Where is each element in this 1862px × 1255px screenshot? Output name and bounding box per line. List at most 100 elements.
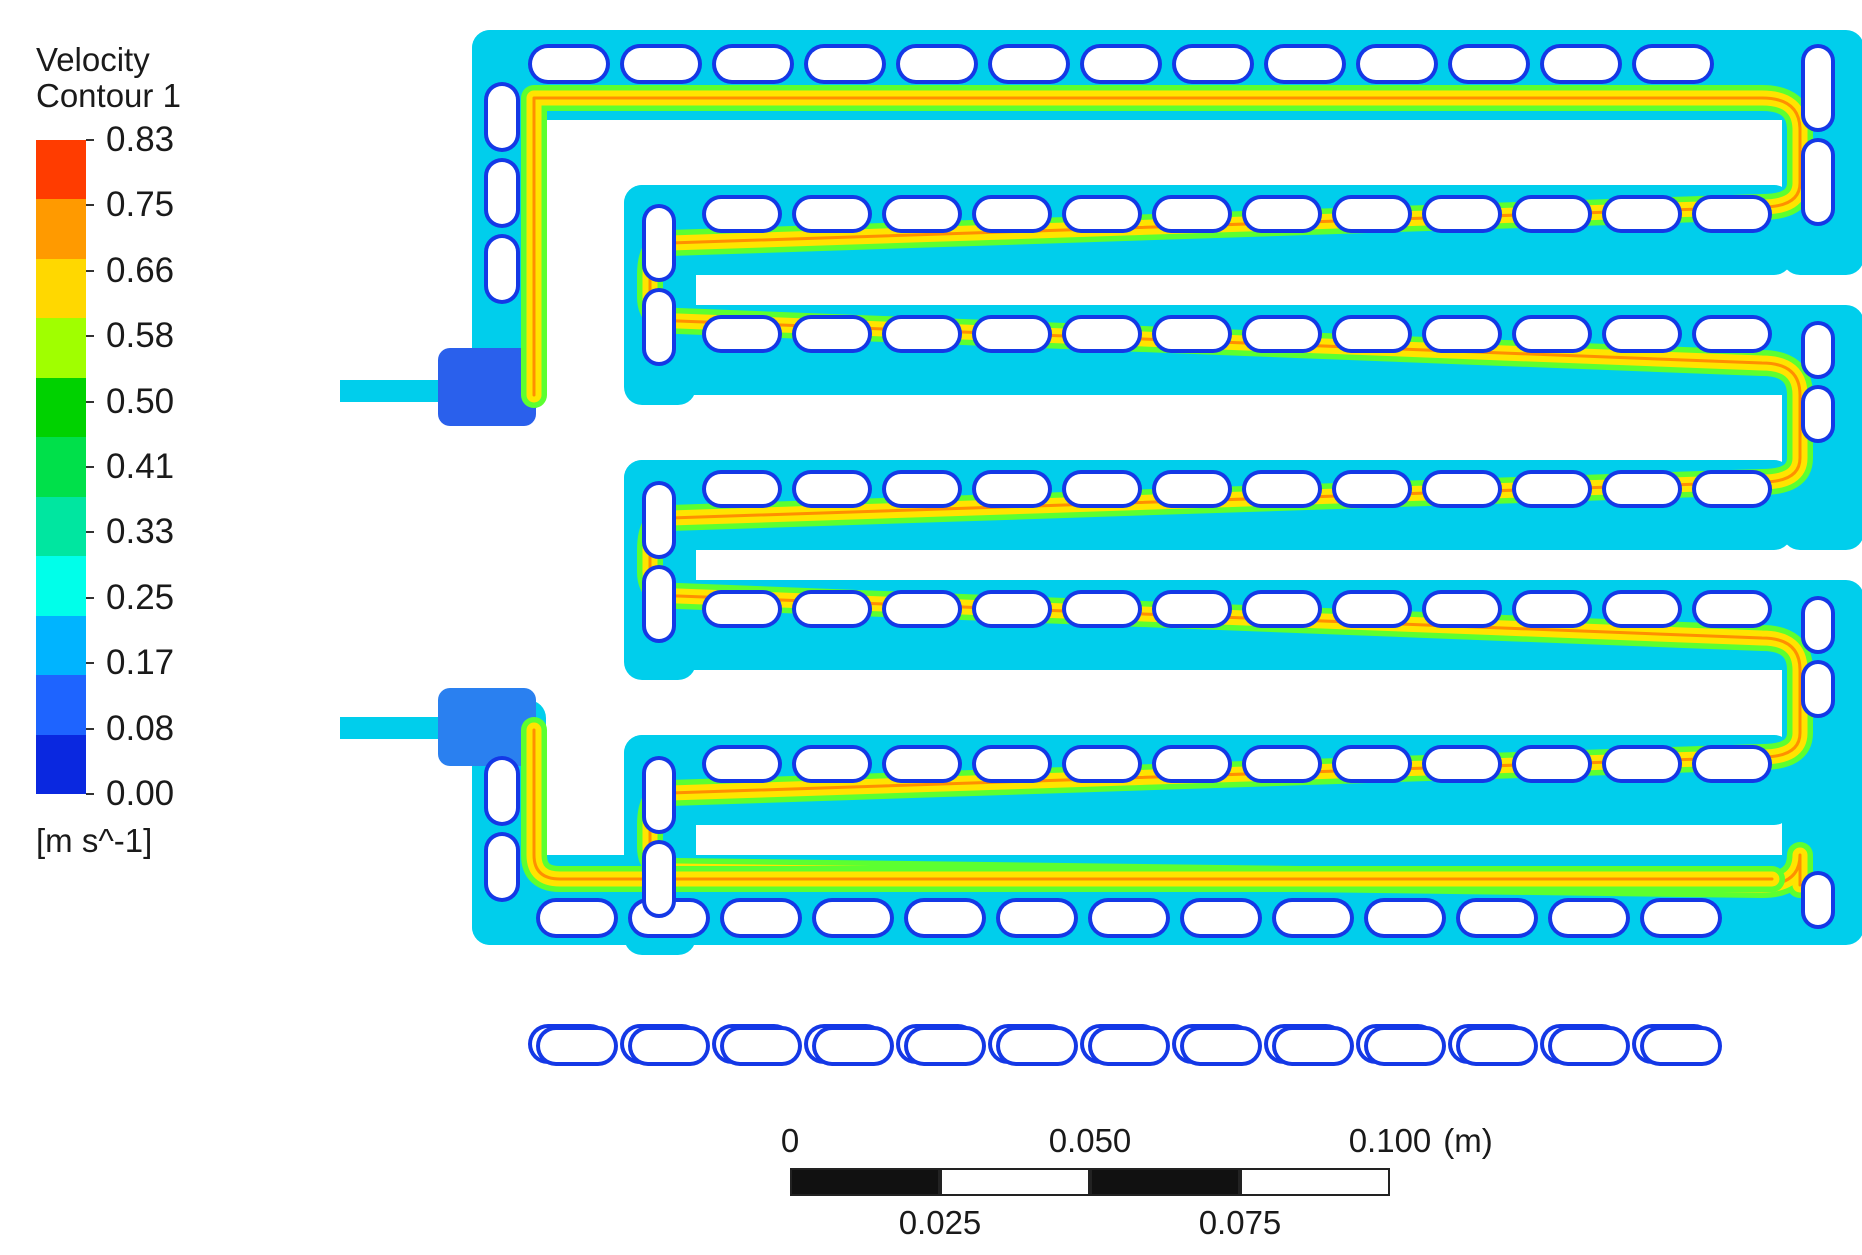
obstacle-slot bbox=[1084, 48, 1158, 80]
obstacle-slot bbox=[646, 292, 672, 362]
legend-level-label: 0.41 bbox=[106, 447, 175, 486]
obstacle-slot bbox=[1544, 48, 1618, 80]
obstacle-slot bbox=[1805, 48, 1831, 128]
legend-title-line2: Contour 1 bbox=[36, 77, 181, 114]
obstacle-slot bbox=[706, 749, 778, 779]
obstacle-slot bbox=[1268, 48, 1342, 80]
legend-level-label: 0.58 bbox=[106, 316, 175, 356]
obstacle-slot bbox=[1606, 199, 1678, 229]
legend-tick bbox=[86, 662, 94, 665]
obstacle-slot bbox=[1336, 749, 1408, 779]
scale-segment bbox=[1090, 1168, 1240, 1196]
obstacle-slot bbox=[706, 474, 778, 504]
legend-band bbox=[36, 675, 86, 736]
obstacle-slot bbox=[1368, 902, 1442, 934]
legend-band bbox=[36, 318, 86, 379]
obstacle-slot bbox=[1805, 325, 1831, 375]
obstacle-slot bbox=[1606, 749, 1678, 779]
obstacle-slot bbox=[1000, 1030, 1074, 1062]
obstacle-slot bbox=[908, 902, 982, 934]
legend-tick bbox=[86, 400, 94, 403]
obstacle-slot bbox=[1066, 319, 1138, 349]
obstacle-slot bbox=[1644, 902, 1718, 934]
legend-band bbox=[36, 734, 86, 795]
obstacle-slot bbox=[1176, 48, 1250, 80]
obstacle-slot bbox=[1246, 474, 1318, 504]
obstacle-slot bbox=[624, 48, 698, 80]
obstacle-slot bbox=[540, 902, 614, 934]
legend-unit: [m s^-1] bbox=[36, 822, 153, 859]
obstacle-slot bbox=[1805, 142, 1831, 222]
scale-segment bbox=[940, 1168, 1090, 1196]
legend-level-label: 0.25 bbox=[106, 577, 175, 617]
obstacle-slot bbox=[1426, 749, 1498, 779]
legend-level-label: 0.83 bbox=[106, 120, 175, 159]
legend-level-label: 0.08 bbox=[106, 708, 175, 748]
legend-level-label: 0.17 bbox=[106, 643, 175, 683]
obstacle-slot bbox=[724, 902, 798, 934]
obstacle-slot bbox=[1066, 594, 1138, 624]
legend-title-line1: Velocity bbox=[36, 41, 150, 78]
obstacle-slot bbox=[1606, 594, 1678, 624]
obstacle-slot bbox=[1156, 199, 1228, 229]
obstacle-slot bbox=[1636, 48, 1710, 80]
obstacle-slot bbox=[646, 569, 672, 639]
legend-level-label: 0.33 bbox=[106, 512, 175, 552]
obstacle-slot bbox=[1246, 319, 1318, 349]
scale-top-label: 0.050 bbox=[1048, 1122, 1132, 1159]
obstacle-slot bbox=[724, 1030, 798, 1062]
legend-band bbox=[36, 140, 86, 200]
obstacle-slot bbox=[1066, 749, 1138, 779]
obstacle-slot bbox=[886, 319, 958, 349]
legend-band bbox=[36, 258, 86, 319]
obstacle-slot bbox=[1426, 319, 1498, 349]
legend-band bbox=[36, 199, 86, 260]
scale-top-label: 0 bbox=[780, 1122, 800, 1159]
obstacle-slot bbox=[796, 199, 868, 229]
obstacle-slot bbox=[816, 1030, 890, 1062]
upper-inlet-chamber bbox=[438, 348, 536, 426]
legend-band bbox=[36, 615, 86, 676]
obstacle-slot bbox=[1336, 319, 1408, 349]
scale-top-label: 0.100 bbox=[1348, 1122, 1432, 1159]
obstacle-slot bbox=[908, 1030, 982, 1062]
legend-band bbox=[36, 437, 86, 498]
obstacle-slot bbox=[796, 749, 868, 779]
obstacle-slot bbox=[1246, 199, 1318, 229]
scale-unit: (m) bbox=[1443, 1122, 1493, 1159]
scale-bottom-label: 0.025 bbox=[898, 1204, 982, 1241]
legend-tick bbox=[86, 269, 94, 272]
obstacle-slot bbox=[992, 48, 1066, 80]
obstacle-slot bbox=[1552, 902, 1626, 934]
obstacle-slot bbox=[1156, 749, 1228, 779]
legend-tick bbox=[86, 139, 94, 141]
legend-tick bbox=[86, 204, 94, 207]
obstacle-slot bbox=[1066, 474, 1138, 504]
obstacle-slot bbox=[796, 319, 868, 349]
obstacle-slot bbox=[646, 760, 672, 830]
obstacle-slot bbox=[1606, 319, 1678, 349]
obstacle-slot bbox=[1184, 902, 1258, 934]
legend-tick bbox=[86, 531, 94, 534]
obstacle-slot bbox=[1516, 749, 1588, 779]
legend-tick bbox=[86, 335, 94, 338]
obstacle-slot bbox=[646, 485, 672, 555]
obstacle-slot bbox=[976, 474, 1048, 504]
obstacle-slot bbox=[646, 844, 672, 914]
obstacle-slot bbox=[886, 199, 958, 229]
obstacle-slot bbox=[1516, 199, 1588, 229]
obstacle-slot bbox=[796, 594, 868, 624]
scale-segment bbox=[1240, 1168, 1390, 1196]
obstacle-slot bbox=[1516, 594, 1588, 624]
obstacle-slot bbox=[1696, 749, 1768, 779]
obstacle-slot bbox=[1336, 474, 1408, 504]
obstacle-slot bbox=[1426, 594, 1498, 624]
legend-band bbox=[36, 556, 86, 617]
obstacle-slot bbox=[1696, 319, 1768, 349]
legend-level-label: 0.00 bbox=[106, 774, 175, 813]
obstacle-slot bbox=[488, 760, 516, 822]
obstacle-slot bbox=[976, 749, 1048, 779]
obstacle-slot bbox=[1276, 1030, 1350, 1062]
legend-tick bbox=[86, 466, 94, 468]
